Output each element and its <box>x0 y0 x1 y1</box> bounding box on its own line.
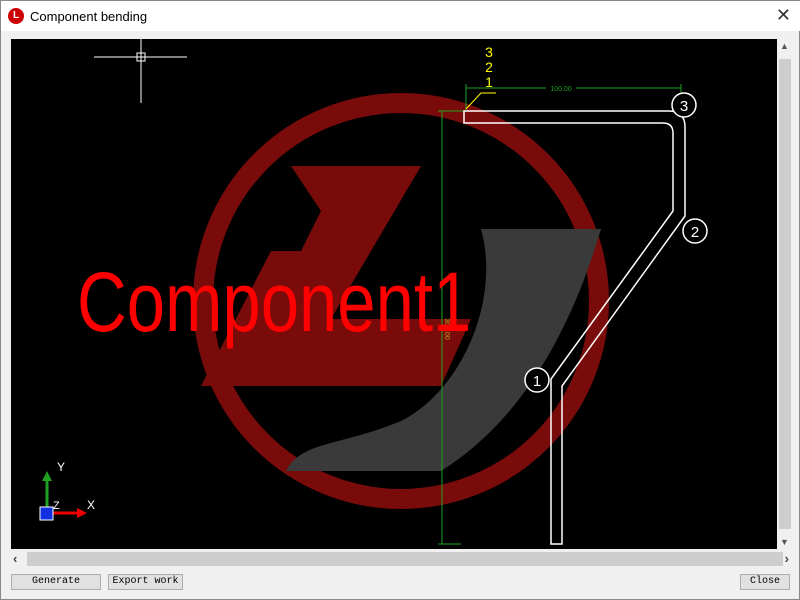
app-logo-icon: L <box>8 8 24 24</box>
scroll-down-icon[interactable]: ▼ <box>780 537 789 547</box>
scroll-up-icon[interactable]: ▲ <box>780 41 789 51</box>
svg-text:2: 2 <box>485 59 493 75</box>
bend-sequence: 3 2 1 <box>485 44 493 90</box>
vertical-scrollbar[interactable]: ▲ ▼ <box>778 39 792 549</box>
logo-ring <box>193 93 609 509</box>
title-bar: L Component bending ✕ <box>1 1 800 31</box>
window-title: Component bending <box>30 8 148 24</box>
dimension-vertical: 300.00 <box>443 318 450 340</box>
logo-l-shape <box>201 166 471 386</box>
bend-marker-3[interactable]: 3 <box>680 98 688 115</box>
scroll-left-icon[interactable]: ‹ <box>13 551 18 566</box>
drawing-svg: 100.00 300.00 3 2 1 1 2 3 Component1 Y X… <box>39 39 708 545</box>
axis-x-label: X <box>87 498 95 512</box>
generate-button[interactable]: Generate <box>11 574 101 590</box>
export-work-button[interactable]: Export work <box>108 574 183 590</box>
drawing-canvas[interactable]: 100.00 300.00 3 2 1 1 2 3 Component1 Y X… <box>11 39 777 549</box>
dimension-horizontal: 100.00 <box>550 86 572 93</box>
svg-text:1: 1 <box>485 74 493 90</box>
vertical-scroll-thumb[interactable] <box>779 59 791 529</box>
crosshair-cursor <box>94 39 187 103</box>
axis-z-label: Z <box>53 500 60 512</box>
horizontal-scroll-thumb[interactable] <box>27 552 783 566</box>
bend-marker-1[interactable]: 1 <box>533 373 541 390</box>
axis-y-label: Y <box>57 460 65 474</box>
ucs-axis-icon: Y X Z <box>39 460 95 521</box>
svg-text:3: 3 <box>485 44 493 60</box>
bend-marker-2[interactable]: 2 <box>691 224 699 241</box>
sequence-leader <box>465 92 496 110</box>
bend-markers <box>524 92 708 393</box>
component-label: Component1 <box>77 256 471 350</box>
logo-swoosh <box>286 229 601 471</box>
scroll-right-icon[interactable]: › <box>784 551 789 566</box>
horizontal-scrollbar[interactable]: ‹ › <box>11 551 791 567</box>
close-icon[interactable]: ✕ <box>775 5 791 25</box>
close-button[interactable]: Close <box>740 574 790 590</box>
